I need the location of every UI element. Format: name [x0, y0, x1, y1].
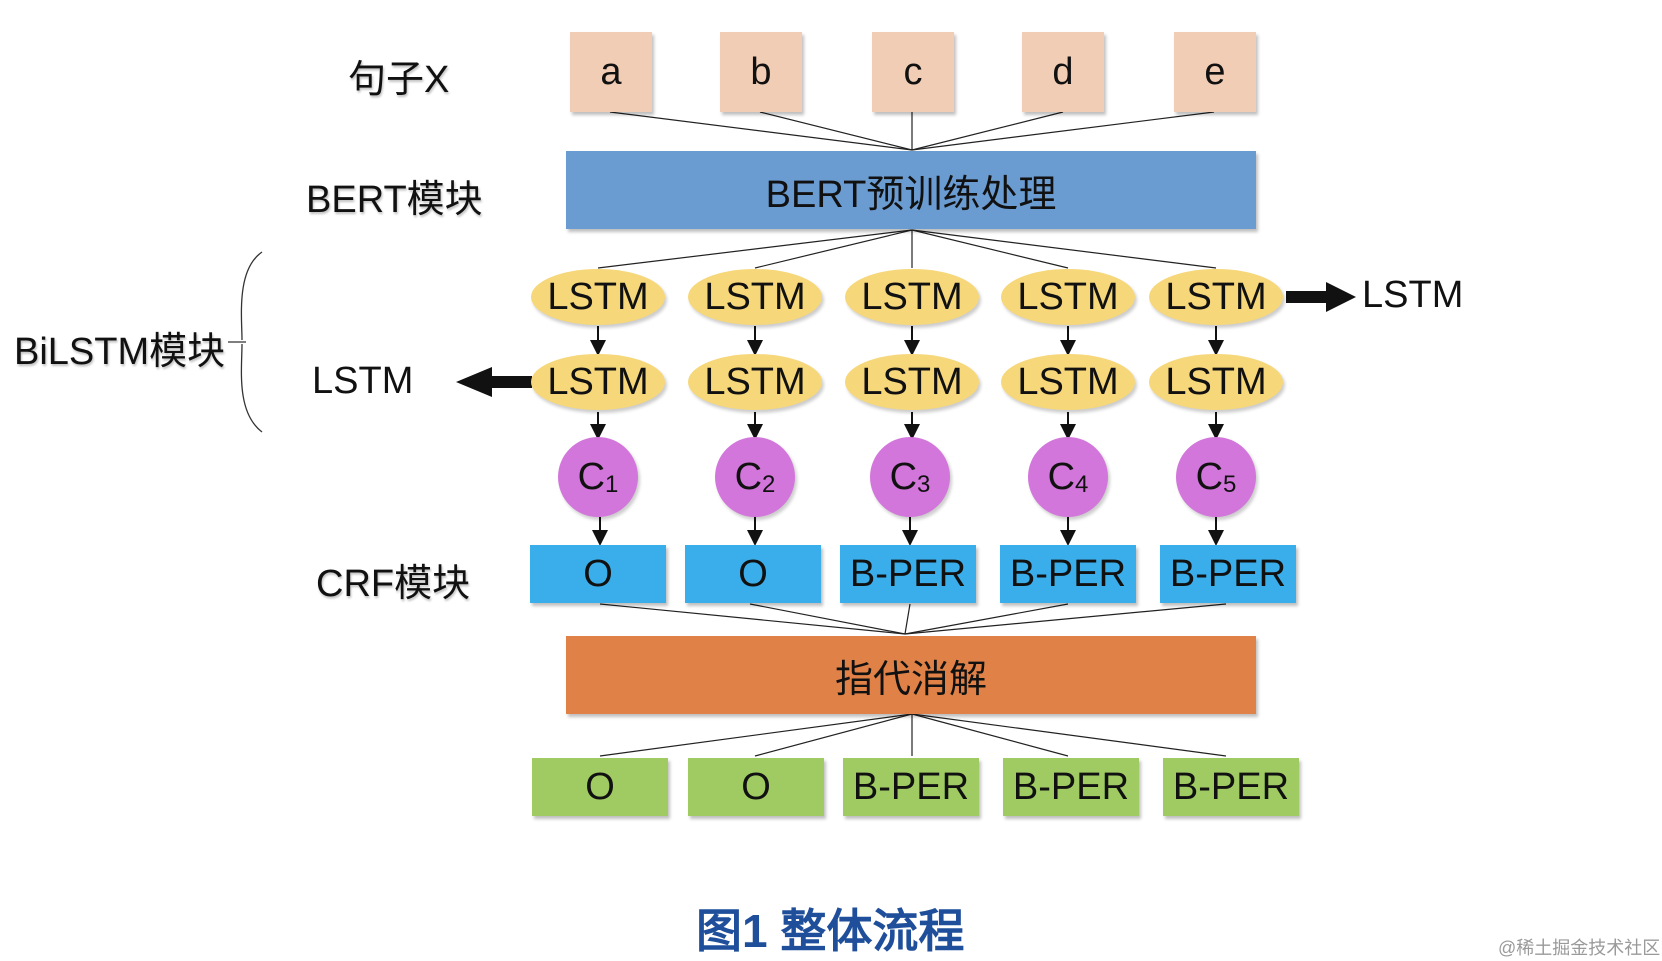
output-tag-box: B-PER: [843, 758, 979, 816]
token-to-bert-lines: [609, 111, 1215, 151]
token-box: a: [570, 32, 652, 112]
figure-caption: 图1 整体流程: [696, 905, 965, 957]
crf-tag-box: O: [530, 545, 666, 603]
backward-direction-label: LSTM: [312, 360, 414, 402]
backward-direction-arrow: [456, 367, 532, 397]
bert-to-lstm-lines: [597, 229, 1217, 269]
output-tag-box: O: [688, 758, 824, 816]
forward-lstm-node: LSTM: [1149, 269, 1283, 325]
label-crf-module: CRF模块: [316, 563, 471, 605]
token-box: b: [720, 32, 802, 112]
bilstm-brace: [228, 251, 263, 433]
backward-lstm-node: LSTM: [688, 354, 822, 410]
token-box: c: [872, 32, 954, 112]
context-subscript: 1: [605, 471, 619, 498]
crf-tag-box: B-PER: [1000, 545, 1136, 603]
vertical-arrows: [590, 326, 1224, 546]
context-letter: C: [577, 455, 606, 498]
crf-tag-box: O: [685, 545, 821, 603]
forward-lstm-node: LSTM: [531, 269, 665, 325]
label-sentence: 句子X: [348, 59, 450, 101]
crf-tag-box: B-PER: [840, 545, 976, 603]
backward-lstm-node: LSTM: [1001, 354, 1135, 410]
coreference-block: 指代消解: [566, 636, 1256, 714]
context-letter: C: [889, 455, 918, 498]
output-tag-box: B-PER: [1163, 758, 1299, 816]
context-subscript: 3: [917, 471, 931, 498]
forward-lstm-node: LSTM: [688, 269, 822, 325]
crf-to-coref-lines: [599, 603, 1227, 635]
token-box: d: [1022, 32, 1104, 112]
coref-to-output-lines: [599, 713, 1227, 757]
token-box: e: [1174, 32, 1256, 112]
watermark: @稀土掘金技术社区: [1498, 938, 1661, 958]
output-tag-box: B-PER: [1003, 758, 1139, 816]
context-subscript: 4: [1075, 471, 1089, 498]
context-letter: C: [1195, 455, 1224, 498]
label-bilstm-module: BiLSTM模块: [14, 331, 226, 373]
context-subscript: 2: [762, 471, 776, 498]
forward-direction-label: LSTM: [1362, 274, 1464, 316]
context-letter: C: [734, 455, 763, 498]
backward-lstm-node: LSTM: [1149, 354, 1283, 410]
output-tag-box: O: [532, 758, 668, 816]
forward-lstm-node: LSTM: [845, 269, 979, 325]
backward-lstm-node: LSTM: [531, 354, 665, 410]
backward-lstm-node: LSTM: [845, 354, 979, 410]
forward-direction-arrow: [1286, 282, 1356, 312]
context-subscript: 5: [1223, 471, 1237, 498]
bert-block: BERT预训练处理: [566, 151, 1256, 229]
crf-tag-box: B-PER: [1160, 545, 1296, 603]
forward-lstm-node: LSTM: [1001, 269, 1135, 325]
label-bert-module: BERT模块: [306, 179, 483, 221]
context-letter: C: [1047, 455, 1076, 498]
